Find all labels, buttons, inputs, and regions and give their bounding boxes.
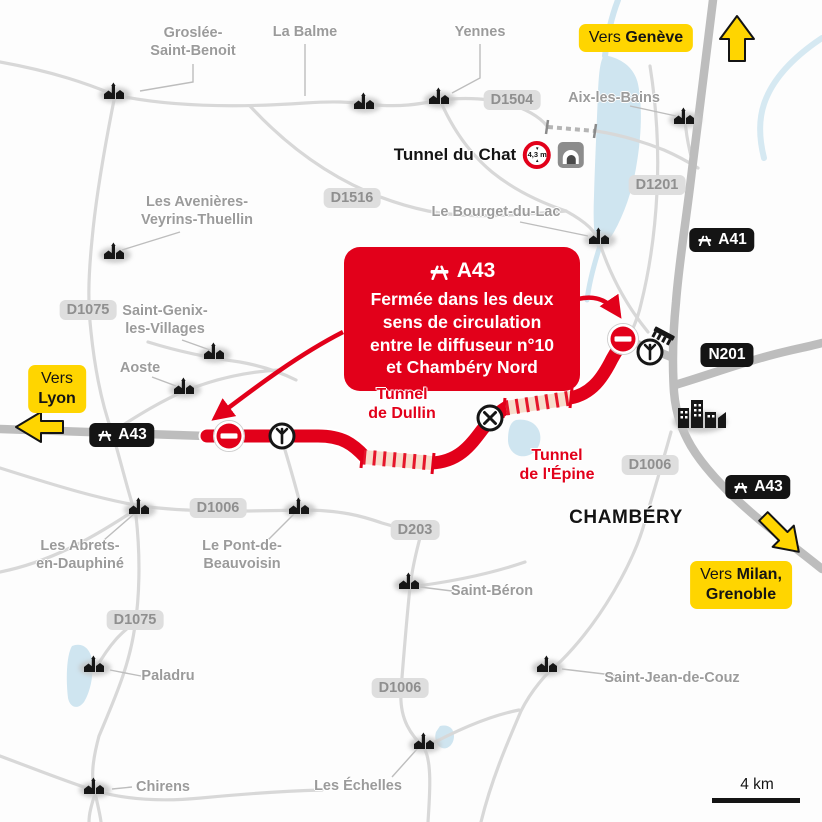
motorway-badge-label: A41 [718,231,747,248]
town-label-les-avenieres-veyrins-thuellin: Les Avenières- Veyrins-Thuellin [141,193,253,228]
town-label-chirens: Chirens [136,778,190,795]
village-icon [169,378,201,399]
interchange-icon-chambery-nord [636,338,664,366]
road-badge-d1075-south: D1075 [106,610,164,630]
motorway-badge-label: A43 [118,426,147,443]
city-icon-chambery [673,400,727,433]
tunnel-sections [359,387,574,475]
lakes [66,0,822,749]
road-badge-d1516: D1516 [323,188,381,208]
closure-text-line: Fermée dans les deux [370,289,554,309]
motorway-badge-a43-southeast: A43 [725,475,791,499]
village-icon [424,88,456,109]
motorway-badge-a41: A41 [689,228,755,252]
motorway-icon [698,235,712,246]
road-badge-d1075-north: D1075 [59,300,117,320]
direction-destination: Lyon [38,390,76,407]
motorway-badge-a43-west: A43 [89,423,155,447]
town-label-yennes: Yennes [454,23,506,40]
road-badge-d1006-south: D1006 [371,678,429,698]
town-label-les-abrets-en-dauphine: Les Abrets- en-Dauphiné [36,537,124,572]
direction-destination: Milan, [736,566,782,583]
town-label-le-bourget-du-lac: Le Bourget-du-Lac [431,203,561,220]
village-icon [99,243,131,264]
village-icon [99,83,131,104]
motorway-badge-n201: N201 [700,343,754,367]
village-icon [79,778,111,799]
callout-arrows [211,293,622,421]
village-icon [124,498,156,519]
direction-prefix: Vers [700,566,733,583]
town-label-aoste: Aoste [119,359,161,376]
motorway-badge-label: A43 [754,478,783,495]
town-label-groslee-saint-benoit: Groslée- Saint-Benoit [150,24,236,59]
tunnel-du-chat-label: Tunnel du Chat [393,145,517,164]
direction-sign-lyon: Vers Lyon [28,365,86,413]
direction-destination: Genève [625,29,684,46]
toll-gate-icon [651,326,675,346]
closure-callout: A43 Fermée dans les deux sens de circula… [344,247,580,391]
village-icon [532,656,564,677]
town-label-paladru: Paladru [141,667,195,684]
road-badge-d1504: D1504 [483,90,541,110]
height-limit-value: 4,3 m [527,150,547,160]
road-badge-d1201: D1201 [628,175,686,195]
city-label-chambery: CHAMBÉRY [569,507,683,528]
village-icon [394,573,426,594]
village-icon [349,93,381,114]
direction-sign-milan-grenoble: Vers Milan, Grenoble [690,561,792,609]
closure-text-line: et Chambéry Nord [386,357,538,378]
up-arrow-icon-geneva [719,15,755,62]
height-limit-sign: 4,3 m [523,141,552,169]
tunnel-du-chat-group: Tunnel du Chat 4,3 m [393,141,585,169]
no-entry-icon-west [213,420,245,452]
roads-minor [0,60,700,822]
motorway-icon [98,430,112,441]
town-label-aix-les-bains: Aix-les-Bains [568,89,660,106]
town-label-la-balme: La Balme [272,23,338,40]
scale-bar [712,798,800,803]
road-badge-d1006-east: D1006 [621,455,679,475]
down-right-arrow-icon-milan [758,511,800,553]
motorway-badge-label: N201 [708,346,746,363]
tunnel-dullin-label: Tunnel de Dullin [368,385,436,422]
closure-text-line: sens de circulation [382,311,542,332]
left-arrow-icon-lyon [15,411,64,443]
interchange-icon-closed [476,404,504,432]
motorway-icon [734,482,748,493]
motorway-icon [430,265,449,280]
town-label-les-echelles: Les Échelles [314,777,402,794]
scale-label: 4 km [740,776,774,793]
direction-prefix: Vers [40,370,73,387]
road-badge-d203: D203 [390,520,440,540]
tunnel-icon [558,142,585,168]
closure-route-label: A43 [456,259,496,282]
tunnel-du-chat-road [544,119,598,139]
no-entry-icon-east [607,323,639,355]
interchange-icon-open [268,422,296,450]
closure-text-line: entre le diffuseur n°10 [370,334,554,355]
direction-destination: Grenoble [705,586,777,603]
tunnel-epine-label: Tunnel de l'Épine [519,446,595,483]
town-label-saint-beron: Saint-Béron [450,582,534,599]
leader-lines [103,44,677,790]
town-label-le-pont-de-beauvoisin: Le Pont-de- Beauvoisin [202,537,282,572]
village-icon [199,343,231,364]
town-label-saint-jean-de-couz: Saint-Jean-de-Couz [604,669,740,686]
closure-route-title: A43 [352,259,572,283]
road-badge-d1006-west: D1006 [189,498,247,518]
town-label-saint-genix-les-villages: Saint-Genix- les-Villages [122,302,208,337]
direction-sign-geneva: Vers Genève [578,24,694,52]
direction-prefix: Vers [588,29,621,46]
village-icon [284,498,316,519]
